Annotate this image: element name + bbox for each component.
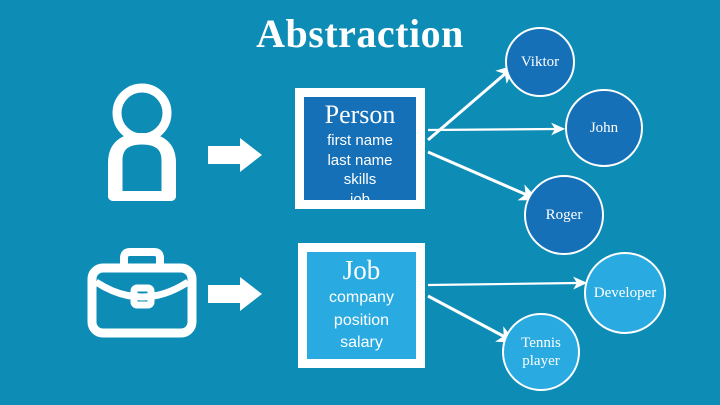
class-attribute: last name xyxy=(327,151,393,169)
instance-circle-viktor[interactable]: Viktor xyxy=(505,27,575,97)
person-icon xyxy=(108,83,176,201)
instance-label: Roger xyxy=(545,206,583,223)
class-attribute: company xyxy=(329,289,394,307)
page-title: Abstraction xyxy=(256,11,464,56)
class-body-person: Person first name last name skills job xyxy=(304,97,416,208)
briefcase-icon xyxy=(87,248,197,338)
instance-label: Viktor xyxy=(520,53,560,70)
arrow-person-to-roger xyxy=(427,150,539,201)
instance-circle-john[interactable]: John xyxy=(565,89,643,167)
instance-label: Tennis player xyxy=(521,335,561,369)
instance-label: Developer xyxy=(593,284,657,301)
class-attribute: skills xyxy=(343,171,377,189)
class-title-person: Person xyxy=(324,100,396,129)
class-body-job: Job company position salary xyxy=(307,252,416,359)
class-box-person[interactable]: Person first name last name skills job xyxy=(295,88,425,209)
arrow-job-to-developer xyxy=(427,276,588,290)
arrow-person-to-john xyxy=(427,122,566,136)
class-box-job[interactable]: Job company position salary xyxy=(298,243,425,368)
class-attribute: first name xyxy=(327,131,393,149)
instance-label: John xyxy=(589,119,619,136)
class-attribute: position xyxy=(333,311,390,329)
instance-circle-tennis[interactable]: Tennis player xyxy=(502,313,580,391)
class-title-job: Job xyxy=(342,255,381,285)
block-arrow-job xyxy=(208,277,262,311)
instance-circle-roger[interactable]: Roger xyxy=(524,175,604,255)
instance-circle-developer[interactable]: Developer xyxy=(584,252,666,334)
arrow-job-to-tennis xyxy=(427,294,517,343)
block-arrow-person xyxy=(208,138,262,172)
class-attribute: job xyxy=(349,191,371,209)
class-attribute: salary xyxy=(340,334,383,352)
